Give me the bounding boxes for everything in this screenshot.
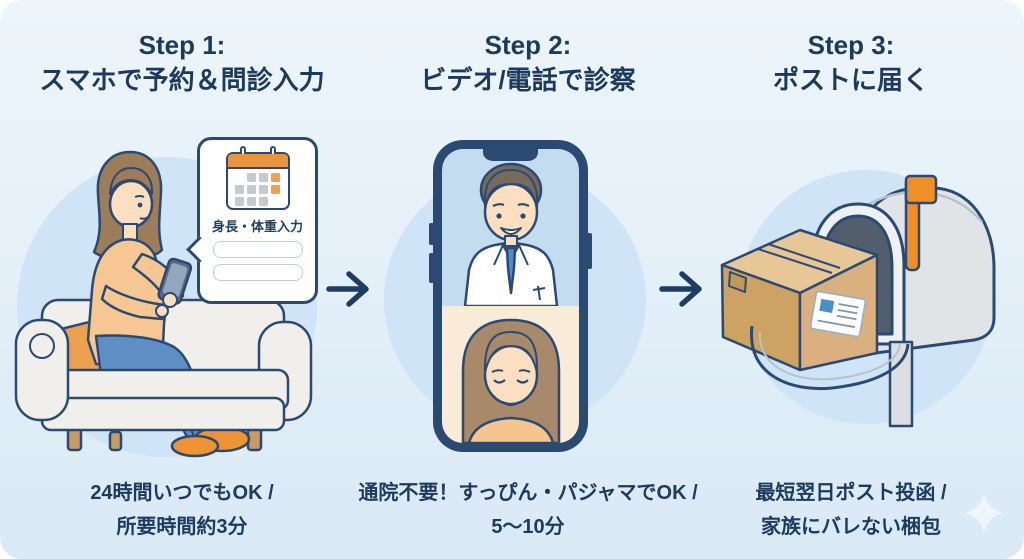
right-arrow-icon (659, 271, 702, 307)
sofa-leg (66, 426, 83, 452)
doctor-avatar (463, 162, 559, 308)
speech-bubble: 身長・体重入力 (186, 137, 318, 304)
right-arrow-icon (326, 271, 369, 307)
phone-notch (483, 149, 538, 161)
sofa-arm-left (14, 318, 70, 422)
step-2-label: Step 2: (484, 30, 572, 60)
step-2-title: Step 2: ビデオ/電話で診察 (358, 28, 698, 98)
woman-face (108, 179, 154, 229)
step-3-title: Step 3: ポストに届く (686, 28, 1016, 98)
step-1-label: Step 1: (138, 30, 226, 60)
height-input-field (212, 241, 303, 258)
package-box (720, 228, 879, 372)
weight-input-field (212, 264, 303, 281)
mailbox-holder-wire (750, 325, 910, 391)
step-1-caption: 24時間いつでもOK / 所要時間約3分 (90, 482, 274, 538)
step-1-title: Step 1: スマホで予約＆問診入力 (12, 28, 352, 98)
step-3-heading: ポストに届く (772, 65, 929, 95)
smartphone-illustration (429, 140, 592, 452)
mailbox-illustration (720, 174, 996, 428)
shipping-label (809, 290, 867, 338)
sparkle-icon (964, 491, 1004, 535)
patient-avatar (461, 318, 561, 443)
smartphone-in-hand (157, 257, 193, 305)
patient-shirt (467, 416, 555, 443)
step-2-heading: ビデオ/電話で診察 (420, 65, 636, 95)
illustration-step3-mailbox (720, 170, 996, 428)
step-3-caption: 最短翌日ポスト投函 / 家族にバレない梱包 (755, 482, 947, 538)
sofa-leg (108, 430, 123, 452)
sofa-front (14, 318, 290, 432)
mailbox-post (888, 340, 914, 428)
step-2-caption: 通院不要！すっぴん・パジャマでOK / 5〜10分 (358, 482, 698, 538)
doctor-tie (505, 246, 517, 295)
calendar-icon (225, 146, 290, 210)
step-1-heading: スマホで予約＆問診入力 (39, 65, 325, 95)
bubble-label: 身長・体重入力 (211, 219, 303, 234)
slipper (170, 434, 220, 458)
step-3-label: Step 3: (807, 30, 895, 60)
mailbox-flag-icon (904, 174, 938, 272)
box-flap (728, 271, 747, 293)
illustration-step2-video-call (384, 140, 646, 452)
